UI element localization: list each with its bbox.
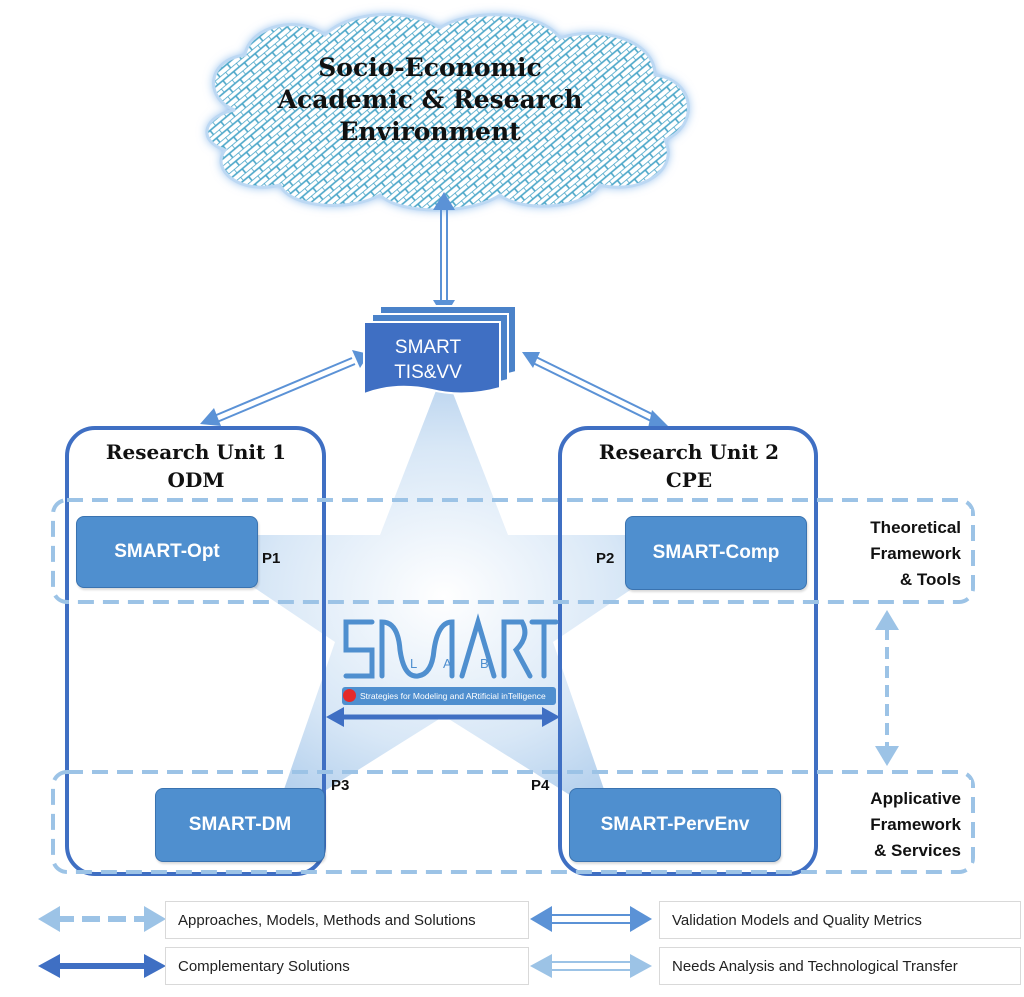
research-unit-2-title: Research Unit 2 CPE — [573, 438, 805, 494]
legend-complementary: Complementary Solutions — [165, 947, 529, 985]
applicative-line-3: & Services — [874, 841, 961, 860]
environment-line-3: Environment — [339, 117, 521, 146]
legend-validation: Validation Models and Quality Metrics — [659, 901, 1021, 939]
research-unit-2-name: Research Unit 2 — [598, 440, 780, 464]
layers-dashed-arrow — [875, 610, 899, 766]
applicative-layer-frame — [51, 770, 975, 874]
legend-needs-label: Needs Analysis and Technological Transfe… — [672, 957, 958, 975]
legend-needs: Needs Analysis and Technological Transfe… — [659, 947, 1021, 985]
logo-lab-letters: L A B — [410, 656, 489, 671]
smart-comp-box[interactable]: SMART-Comp — [625, 516, 807, 590]
logo-badge-icon — [343, 689, 356, 702]
legend-complementary-label: Complementary Solutions — [178, 957, 350, 975]
theoretical-line-3: & Tools — [899, 570, 961, 589]
legend-needs-arrow — [530, 954, 652, 978]
svg-text:B: B — [480, 656, 489, 671]
tis-label: SMART TIS&VV — [366, 335, 490, 385]
legend-validation-arrow — [530, 906, 652, 932]
applicative-line-1: Applicative — [870, 789, 961, 808]
theoretical-line-1: Theoretical — [870, 518, 961, 537]
port-p4: P4 — [531, 777, 550, 794]
logo-tagline: Strategies for Modeling and ARtificial i… — [342, 687, 556, 705]
legend-solid-arrow — [38, 954, 166, 978]
svg-text:A: A — [443, 656, 452, 671]
environment-title: Socio-Economic Academic & Research Envir… — [270, 52, 590, 148]
tis-document-stack — [363, 305, 517, 396]
research-unit-1-frame — [65, 426, 326, 876]
port-p2: P2 — [596, 550, 615, 567]
legend-approaches: Approaches, Models, Methods and Solution… — [165, 901, 529, 939]
complementary-arrow — [326, 707, 560, 727]
legend-approaches-label: Approaches, Models, Methods and Solution… — [178, 911, 476, 929]
environment-line-1: Socio-Economic — [318, 53, 542, 82]
theoretical-layer-frame — [51, 498, 975, 604]
port-p3: P3 — [331, 777, 350, 794]
applicative-line-2: Framework — [870, 815, 961, 834]
legend-dashed-arrow — [38, 906, 166, 932]
logo-wordmark — [343, 613, 559, 679]
smart-pervenv-box[interactable]: SMART-PervEnv — [569, 788, 781, 862]
port-p1: P1 — [262, 550, 281, 567]
tis-line-2: TIS&VV — [394, 362, 462, 383]
research-unit-1-code: ODM — [167, 468, 225, 492]
svg-text:L: L — [410, 656, 417, 671]
smart-dm-box[interactable]: SMART-DM — [155, 788, 325, 862]
applicative-layer-label: Applicative Framework & Services — [836, 780, 971, 868]
research-unit-1-title: Research Unit 1 ODM — [80, 438, 312, 494]
environment-cloud — [205, 13, 690, 212]
smart-opt-box[interactable]: SMART-Opt — [76, 516, 258, 588]
research-unit-1-name: Research Unit 1 — [105, 440, 287, 464]
legend-validation-label: Validation Models and Quality Metrics — [672, 911, 922, 929]
theoretical-line-2: Framework — [870, 544, 961, 563]
environment-line-2: Academic & Research — [277, 85, 583, 114]
tis-unit2-arrow — [522, 352, 668, 428]
theoretical-layer-label: Theoretical Framework & Tools — [836, 509, 971, 597]
star-shape — [176, 370, 712, 824]
tis-unit1-arrow — [200, 350, 369, 426]
tis-line-1: SMART — [394, 337, 462, 358]
research-unit-2-code: CPE — [665, 468, 713, 492]
